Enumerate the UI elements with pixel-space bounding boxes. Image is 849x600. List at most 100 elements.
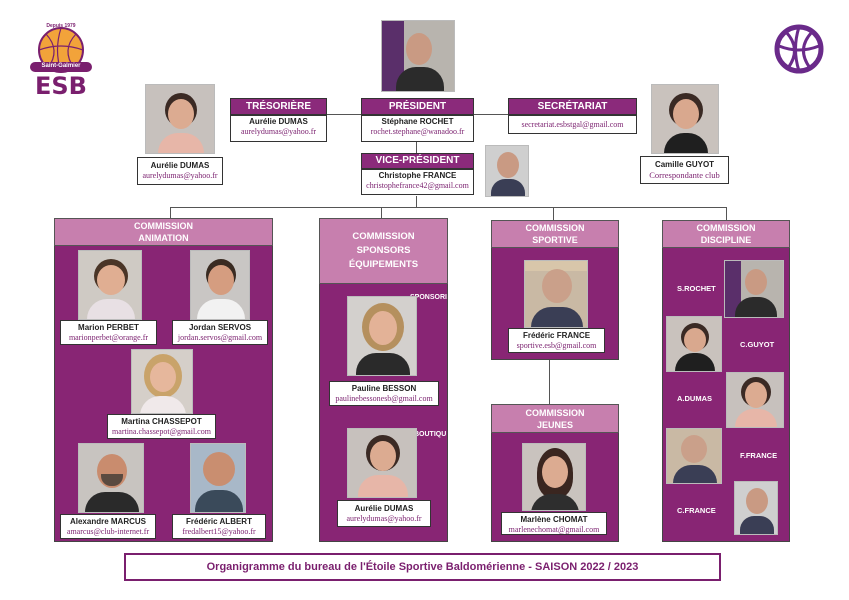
- member-photo: [724, 260, 784, 318]
- connector: [416, 141, 417, 153]
- connector: [381, 207, 382, 219]
- commission-sponsors-title: COMMISSION SPONSORS ÉQUIPEMENTS: [319, 218, 448, 284]
- commission-jeunes-title-2: JEUNES: [536, 419, 573, 430]
- commission-jeunes-title: COMMISSION JEUNES: [491, 404, 619, 433]
- member-card: Alexandre MARCUS amarcus@club-internet.f…: [60, 514, 156, 539]
- member-name: Alexandre MARCUS: [69, 517, 146, 526]
- member-card: Frédéric FRANCE sportive.esb@gmail.com: [508, 328, 605, 353]
- discipline-label: C.GUYOT: [740, 340, 775, 349]
- member-card: Frédéric ALBERT fredalbert15@yahoo.fr: [172, 514, 266, 539]
- president-photo: [381, 20, 455, 92]
- member-name: Pauline BESSON: [351, 384, 417, 393]
- logo-top-text: Depuis 1979: [46, 23, 76, 29]
- commission-jeunes-title-1: COMMISSION: [525, 407, 585, 418]
- secretariat-email[interactable]: secretariat.esbstgal@gmail.com: [521, 120, 624, 129]
- member-email[interactable]: aurelydumas@yahoo.fr: [346, 514, 422, 523]
- discipline-label: F.FRANCE: [740, 451, 778, 460]
- connector: [474, 114, 508, 115]
- member-photo: [131, 349, 193, 414]
- president-name: Stéphane ROCHET: [381, 117, 454, 126]
- member-card: Aurélie DUMAS aurelydumas@yahoo.fr: [337, 500, 431, 527]
- tresoriere-card-name: Aurélie DUMAS: [150, 161, 210, 170]
- connector: [170, 207, 171, 219]
- member-card: Martina CHASSEPOT martina.chassepot@gmai…: [107, 414, 216, 439]
- vice-president-info: Christophe FRANCE christophefrance42@gma…: [361, 169, 474, 195]
- commission-discipline-title-2: DISCIPLINE: [700, 235, 752, 245]
- boutique-label: BOUTIQU: [414, 431, 447, 438]
- correspondante-photo: [651, 84, 719, 154]
- discipline-label: A.DUMAS: [677, 394, 712, 403]
- commission-animation-title: COMMISSION ANIMATION: [54, 218, 273, 246]
- tresoriere-title: TRÉSORIÈRE: [230, 98, 327, 115]
- member-name: Frédéric FRANCE: [522, 331, 591, 340]
- vice-president-photo: [485, 145, 529, 197]
- member-email[interactable]: marlenechomat@gmail.com: [508, 525, 600, 534]
- president-email[interactable]: rochet.stephane@wanadoo.fr: [370, 127, 465, 136]
- member-email[interactable]: jordan.servos@gmail.com: [177, 333, 263, 342]
- member-photo: [78, 250, 142, 320]
- commission-sponsors-title-3: ÉQUIPEMENTS: [348, 259, 419, 270]
- tresoriere-info: Aurélie DUMAS aurelydumas@yahoo.fr: [230, 115, 327, 142]
- vice-president-name: Christophe FRANCE: [378, 171, 457, 180]
- member-photo: [347, 296, 417, 376]
- member-name: Aurélie DUMAS: [354, 504, 414, 513]
- correspondante-role: Correspondante club: [649, 170, 720, 180]
- commission-animation-title-1: COMMISSION: [133, 221, 193, 231]
- member-name: Marlène CHOMAT: [520, 515, 588, 524]
- vice-president-email[interactable]: christophefrance42@gmail.com: [366, 181, 469, 190]
- connector: [327, 114, 361, 115]
- member-name: Martina CHASSEPOT: [121, 417, 202, 426]
- discipline-label: S.ROCHET: [677, 284, 716, 293]
- connector: [549, 360, 550, 404]
- member-card: Marion PERBET marionperbet@orange.fr: [60, 320, 157, 345]
- member-photo: [666, 316, 722, 372]
- member-photo: [726, 372, 784, 428]
- member-email[interactable]: fredalbert15@yahoo.fr: [182, 527, 256, 536]
- member-photo: [666, 428, 722, 484]
- member-card: Pauline BESSON paulinebessonesb@gmail.co…: [329, 381, 439, 406]
- member-card: Marlène CHOMAT marlenechomat@gmail.com: [501, 512, 607, 535]
- member-name: Marion PERBET: [78, 323, 139, 332]
- member-card: Jordan SERVOS jordan.servos@gmail.com: [172, 320, 268, 345]
- tresoriere-card-email[interactable]: aurelydumas@yahoo.fr: [142, 171, 218, 180]
- commission-sportive-title-2: SPORTIVE: [532, 235, 578, 245]
- tresoriere-photo: [145, 84, 215, 154]
- tresoriere-card: Aurélie DUMAS aurelydumas@yahoo.fr: [137, 157, 223, 185]
- tresoriere-name: Aurélie DUMAS: [249, 117, 308, 126]
- commission-animation-title-2: ANIMATION: [138, 233, 189, 243]
- logo-town-text: Saint-Galmier: [41, 63, 81, 69]
- club-logo: Depuis 1979 Saint-Galmier ESB: [22, 20, 100, 100]
- member-name: Jordan SERVOS: [188, 323, 252, 332]
- logo-initials: ESB: [35, 72, 87, 100]
- sponsoring-label: SPONSORI: [410, 294, 447, 301]
- member-name: Frédéric ALBERT: [186, 517, 252, 526]
- secretariat-info: secretariat.esbstgal@gmail.com: [508, 115, 637, 134]
- commission-sponsors-title-1: COMMISSION: [352, 231, 415, 242]
- connector: [170, 207, 726, 208]
- commission-discipline-title-1: COMMISSION: [696, 223, 756, 233]
- member-email[interactable]: marionperbet@orange.fr: [68, 333, 149, 342]
- tresoriere-email[interactable]: aurelydumas@yahoo.fr: [240, 127, 317, 136]
- member-email[interactable]: amarcus@club-internet.fr: [66, 527, 150, 536]
- member-photo: [522, 443, 586, 511]
- member-email[interactable]: sportive.esb@gmail.com: [516, 341, 597, 350]
- member-photo: [190, 443, 246, 513]
- commission-discipline-title: COMMISSION DISCIPLINE: [662, 220, 790, 248]
- connector: [726, 207, 727, 220]
- basketball-icon: [774, 24, 824, 74]
- member-photo: [347, 428, 417, 498]
- president-title: PRÉSIDENT: [361, 98, 474, 115]
- member-email[interactable]: paulinebessonesb@gmail.com: [335, 394, 433, 403]
- member-email[interactable]: martina.chassepot@gmail.com: [112, 427, 211, 436]
- commission-sponsors-title-2: SPONSORS: [356, 245, 411, 256]
- commission-sportive-title-1: COMMISSION: [525, 223, 585, 233]
- member-photo: [524, 260, 588, 328]
- correspondante-card: Camille GUYOT Correspondante club: [640, 156, 729, 184]
- commission-sportive-title: COMMISSION SPORTIVE: [491, 220, 619, 248]
- secretariat-title: SECRÉTARIAT: [508, 98, 637, 115]
- connector: [553, 207, 554, 220]
- member-photo: [734, 481, 778, 535]
- discipline-label: C.FRANCE: [677, 506, 716, 515]
- connector: [416, 196, 417, 208]
- correspondante-name: Camille GUYOT: [654, 160, 715, 169]
